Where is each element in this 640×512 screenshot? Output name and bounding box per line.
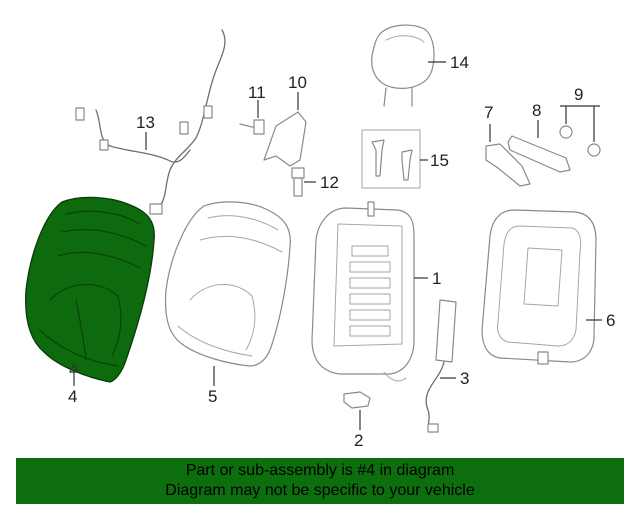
callout-7[interactable]: 7 [484, 103, 493, 122]
callout-4[interactable]: 4 [68, 387, 77, 406]
part-8-plate[interactable] [507, 135, 571, 173]
callout-10[interactable]: 10 [288, 73, 307, 92]
callout-12[interactable]: 12 [320, 173, 339, 192]
callout-leaders [69, 61, 602, 430]
part-11-bolt[interactable] [239, 119, 265, 135]
callout-5[interactable]: 5 [208, 387, 217, 406]
callout-2[interactable]: 2 [354, 431, 363, 450]
part-9-clips[interactable] [559, 125, 601, 157]
callout-9[interactable]: 9 [574, 85, 583, 104]
part-4-seat-back-cover[interactable] [24, 196, 155, 383]
callout-11[interactable]: 11 [248, 83, 266, 102]
parts-diagram: 4 5 1 3 2 6 7 8 9 10 11 12 13 14 15 [24, 24, 615, 450]
callout-15[interactable]: 15 [430, 151, 449, 170]
part-12-screw[interactable] [291, 167, 305, 197]
part-3-airbag-module[interactable] [425, 299, 457, 433]
part-1-seat-back-frame[interactable] [311, 201, 415, 382]
part-10-bracket[interactable] [263, 111, 307, 167]
banner-line-part-info: Part or sub-assembly is #4 in diagram [185, 462, 455, 479]
callout-1[interactable]: 1 [432, 269, 441, 288]
banner-line-disclaimer: Diagram may not be specific to your vehi… [165, 482, 475, 499]
part-6-rear-panel[interactable] [481, 209, 597, 365]
part-15-headrest-guides[interactable] [361, 129, 421, 189]
callout-8[interactable]: 8 [532, 101, 541, 120]
callout-3[interactable]: 3 [460, 369, 469, 388]
part-13-wiring-harness[interactable] [75, 29, 226, 215]
info-banner: Part or sub-assembly is #4 in diagram Di… [16, 458, 624, 504]
callout-6[interactable]: 6 [606, 311, 615, 330]
callout-14[interactable]: 14 [450, 53, 469, 72]
callout-13[interactable]: 13 [136, 113, 155, 132]
part-2-bracket[interactable] [343, 391, 371, 409]
part-7-latch[interactable] [485, 143, 531, 187]
part-5-seat-back-pad[interactable] [164, 201, 291, 367]
callout-labels: 4 5 1 3 2 6 7 8 9 10 11 12 13 14 15 [68, 53, 615, 450]
part-14-headrest[interactable] [371, 24, 435, 107]
